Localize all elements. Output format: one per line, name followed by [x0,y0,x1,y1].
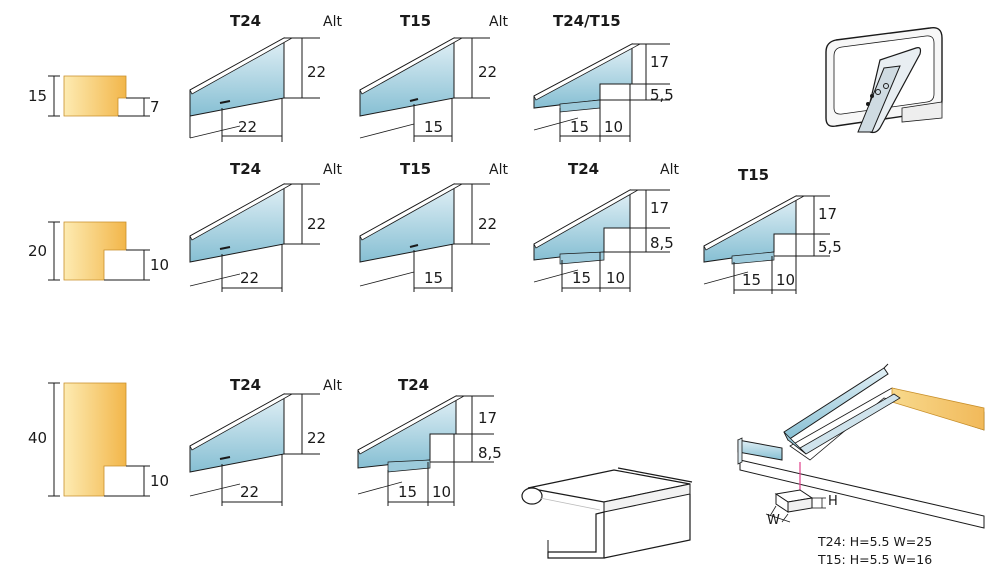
edge-height-label: 40 [28,429,48,447]
profile-width-b-label: 10 [606,269,626,287]
profile-r2-t24-stepped [533,189,670,292]
profile-title: T24 [568,160,600,178]
edge-height-label: 15 [28,87,48,105]
edge-trim-bracket-icon [521,467,693,559]
edge-profile-40 [48,382,150,497]
profile-height-step-label: 5,5 [650,86,674,104]
profile-height-step-label: 8,5 [478,444,502,462]
profile-alt-label: Alt [323,162,342,178]
profile-width-b-label: 10 [604,118,624,136]
profile-height-label: 22 [307,215,327,233]
detail-w-label: W [767,513,780,528]
grid-install-detail-icon [737,363,985,529]
profile-title: T24 [230,160,262,178]
profile-r1-t24 [189,37,320,142]
profile-height-label: 22 [307,63,327,81]
profile-alt-label: Alt [323,378,342,394]
ceiling-tile-cutter-tool-icon [825,27,943,134]
profile-alt-label: Alt [660,162,679,178]
profile-height-step-label: 5,5 [818,238,842,256]
profile-title: T24 [398,376,430,394]
profile-title: T15 [400,12,432,30]
profile-r2-t15-stepped [703,195,830,294]
profile-width-a-label: 15 [742,271,762,289]
profile-height-top-label: 17 [650,199,670,217]
profile-height-top-label: 17 [650,53,670,71]
detail-note-t15: T15: H=5.5 W=16 [818,552,933,567]
profile-alt-label: Alt [323,14,342,30]
profile-width-a-label: 15 [572,269,592,287]
profile-width-label: 22 [240,483,260,501]
profile-title: T15 [400,160,432,178]
profile-width-b-label: 10 [432,483,452,501]
profile-width-label: 22 [238,118,258,136]
profile-height-label: 22 [307,429,327,447]
profile-width-label: 15 [424,118,444,136]
edge-step-label: 7 [150,98,160,116]
profile-alt-label: Alt [489,14,508,30]
profile-width-label: 22 [240,269,260,287]
profile-title: T24 [230,12,262,30]
profile-title: T15 [738,166,770,184]
profile-r1-t15 [359,37,490,142]
edge-step-label: 10 [150,472,170,490]
profile-r3-t24 [189,393,320,506]
profile-width-a-label: 15 [570,118,590,136]
profile-width-label: 15 [424,269,444,287]
edge-profile-15 [48,75,150,117]
edge-step-label: 10 [150,256,170,274]
profile-height-label: 22 [478,215,498,233]
edge-profile-20 [48,221,150,281]
profile-r1-t24-t15 [533,43,670,142]
profile-height-step-label: 8,5 [650,234,674,252]
profile-r3-t24-stepped [357,395,494,506]
profile-alt-label: Alt [489,162,508,178]
profile-height-top-label: 17 [818,205,838,223]
detail-h-label: H [828,494,838,509]
profile-height-label: 22 [478,63,498,81]
profile-height-top-label: 17 [478,409,498,427]
profile-width-b-label: 10 [776,271,796,289]
profile-r2-t15 [359,183,490,292]
edge-height-label: 20 [28,242,48,260]
profile-r2-t24 [189,183,320,292]
profile-title: T24 [230,376,262,394]
detail-note-t24: T24: H=5.5 W=25 [818,534,933,549]
profile-width-a-label: 15 [398,483,418,501]
profile-title: T24/T15 [553,12,621,30]
